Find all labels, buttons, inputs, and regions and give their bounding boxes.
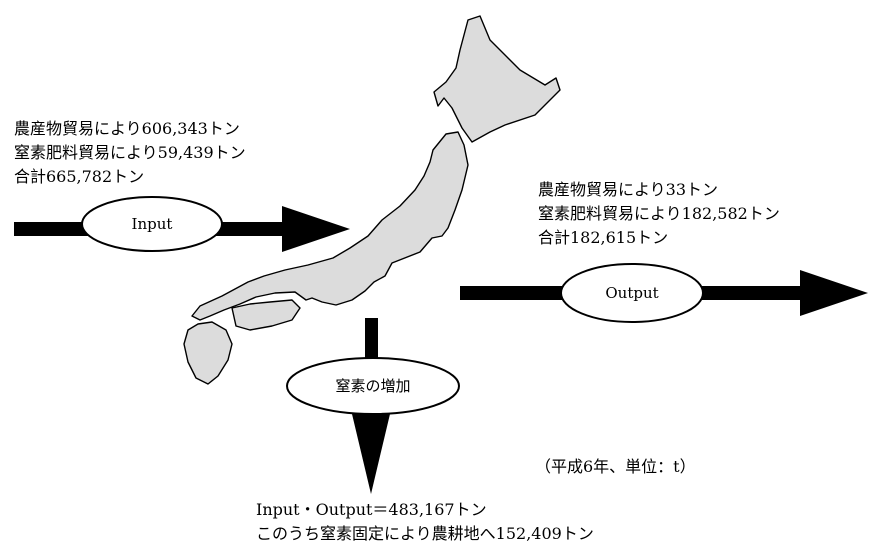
output-line-agri-trade: 農産物貿易により33トン <box>538 180 719 199</box>
increase-line-fixation: このうち窒素固定により農耕地へ152,409トン <box>256 524 594 543</box>
input-line-total: 合計665,782トン <box>14 167 145 186</box>
increase-line-balance: Input・Output＝483,167トン <box>256 500 487 519</box>
hokkaido-island <box>433 15 561 143</box>
input-line-fertilizer-trade: 窒素肥料貿易により59,439トン <box>14 143 246 162</box>
units-note: （平成6年、単位：t） <box>535 457 696 476</box>
honshu-island <box>191 131 469 321</box>
output-line-total: 合計182,615トン <box>538 228 669 247</box>
input-ellipse <box>81 196 223 252</box>
increase-label: 窒素の増加 <box>335 377 411 395</box>
input-line-agri-trade: 農産物貿易により606,343トン <box>14 119 240 138</box>
increase-ellipse <box>286 357 460 415</box>
kyushu-island <box>183 321 233 385</box>
output-label: Output <box>605 284 659 302</box>
output-ellipse <box>560 263 704 323</box>
japan-map <box>183 15 561 385</box>
shikoku-island <box>231 299 301 331</box>
input-label: Input <box>131 215 173 233</box>
output-line-fertilizer-trade: 窒素肥料貿易により182,582トン <box>538 204 780 223</box>
